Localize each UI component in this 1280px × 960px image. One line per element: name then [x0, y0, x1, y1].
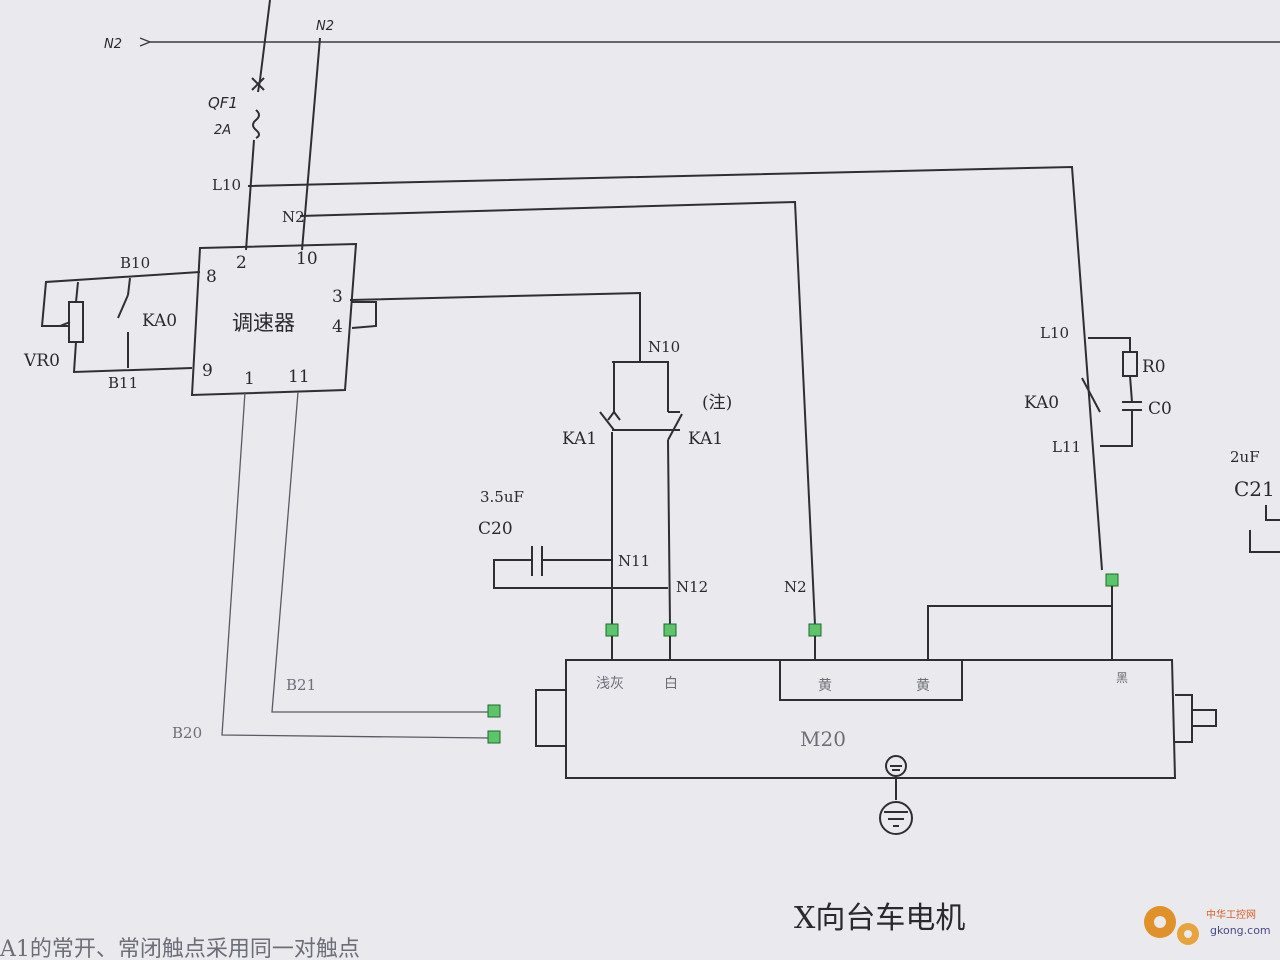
vr0-label: VR0	[23, 351, 60, 371]
n11-label: N11	[618, 552, 650, 570]
n2-top-label: N2	[316, 19, 334, 34]
ka1-contacts	[599, 361, 683, 626]
n2-feed-wire	[301, 37, 321, 251]
note-label: (注)	[702, 393, 732, 413]
b11-label: B11	[108, 374, 138, 392]
n12-label: N12	[676, 578, 708, 596]
l11-label: L11	[1052, 438, 1081, 456]
b10-label: B10	[120, 254, 150, 272]
pin3-wire	[349, 291, 641, 362]
pin-2-label: 2	[236, 253, 247, 273]
c0-label: C0	[1148, 399, 1172, 419]
pin4-loop	[351, 301, 377, 329]
footnote-text: A1的常开、常闭触点采用同一对触点	[0, 937, 360, 960]
motor-terminal-4-label: 黄	[916, 677, 930, 694]
gkong-logo	[1144, 906, 1199, 945]
n2-horizontal-wire	[299, 200, 816, 626]
r0-label: R0	[1142, 357, 1166, 377]
pin-11-label: 11	[288, 367, 310, 387]
l10-horizontal-wire	[247, 165, 1103, 571]
motor-terminal-2-label: 白	[664, 676, 678, 692]
ka1-left-label: KA1	[562, 429, 597, 449]
pin-9-label: 9	[202, 361, 213, 381]
pin-4-label: 4	[332, 317, 343, 337]
c20-value-label: 3.5uF	[480, 488, 524, 506]
c21-value-label: 2uF	[1230, 448, 1260, 466]
speed-controller	[190, 242, 358, 397]
c20-label: C20	[478, 519, 513, 539]
n10-label: N10	[648, 338, 680, 356]
n2-mid-label: N2	[282, 208, 305, 226]
motor-terminal-5-label: 黑	[1116, 671, 1128, 685]
b20-label: B20	[172, 724, 202, 742]
watermark-url: gkong.com	[1210, 924, 1271, 937]
pin-8-label: 8	[206, 267, 217, 287]
n2-left-label: N2	[104, 37, 122, 52]
ka0-right-label: KA0	[1024, 393, 1059, 413]
b21-label: B21	[286, 676, 316, 694]
b20-wire	[221, 391, 491, 739]
vr0-ka0-circuit	[40, 271, 201, 374]
pin-3-label: 3	[332, 287, 343, 307]
b21-wire	[271, 391, 490, 713]
ka0-left-label: KA0	[142, 311, 177, 331]
n2-bus	[139, 37, 1280, 47]
qf1-rating-label: 2A	[214, 123, 231, 138]
qf1-label: QF1	[208, 94, 238, 112]
n2-bottom-label: N2	[784, 578, 807, 596]
c20-capacitor	[493, 546, 668, 589]
c21-label: C21	[1234, 477, 1275, 501]
controller-name-label: 调速器	[232, 311, 295, 335]
l10-right-label: L10	[1040, 324, 1069, 342]
ka1-right-label: KA1	[688, 429, 723, 449]
c21-capacitor	[1249, 505, 1280, 553]
pin-1-label: 1	[244, 369, 255, 389]
motor-terminal-1-label: 浅灰	[596, 676, 624, 692]
l10-feed-wire	[245, 0, 271, 251]
ka0-rc-circuit	[1081, 337, 1142, 447]
motor-m20	[535, 605, 1217, 835]
motor-terminal-3-label: 黄	[818, 677, 832, 694]
diagram-title: X向台车电机	[794, 901, 965, 936]
l10-left-label: L10	[212, 176, 241, 194]
pin-10-label: 10	[296, 249, 318, 269]
motor-label: M20	[800, 727, 846, 751]
watermark-cn: 中华工控网	[1206, 908, 1256, 921]
